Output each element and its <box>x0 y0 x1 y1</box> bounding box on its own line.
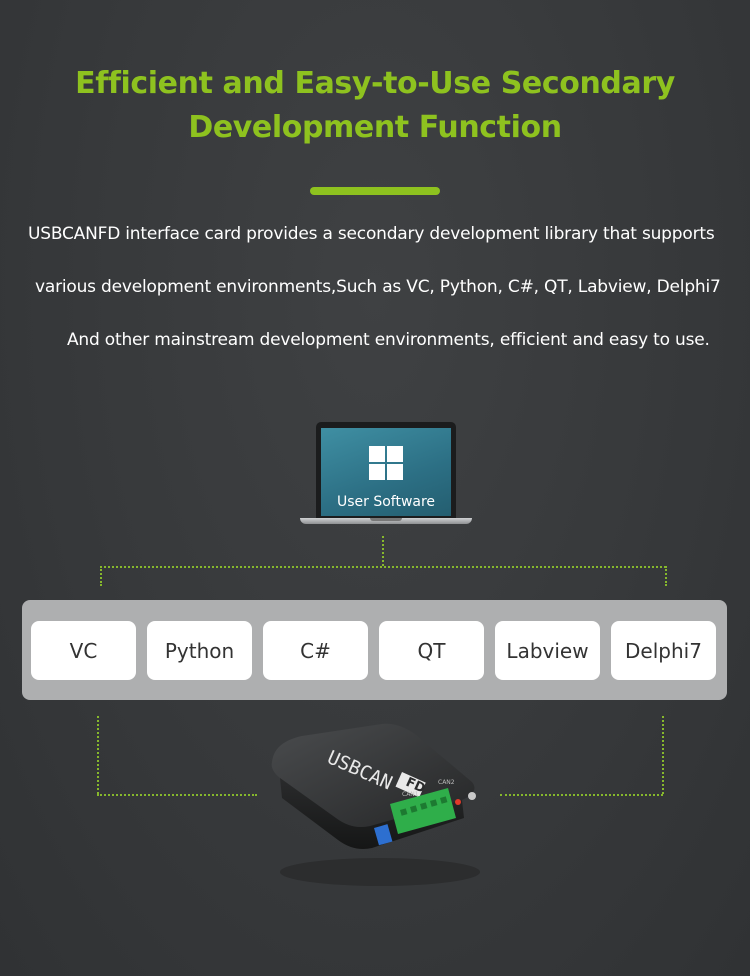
connector-top-horizontal <box>100 566 666 568</box>
user-software-label: User Software <box>336 494 436 510</box>
description-line-2: various development environments,Such as… <box>35 277 721 297</box>
laptop-notch <box>370 518 402 521</box>
connector-bottom-right-horizontal <box>500 794 663 796</box>
usbcanfd-device-image: USBCAN FD CAN1 CAN2 <box>271 723 480 886</box>
env-labview: Labview <box>495 621 600 680</box>
connector-bottom-right <box>662 716 664 794</box>
laptop-screen-frame: User Software <box>316 422 456 518</box>
connector-bottom-left-horizontal <box>97 794 257 796</box>
connector-laptop-down <box>382 536 384 566</box>
env-python: Python <box>147 621 252 680</box>
env-vc: VC <box>31 621 136 680</box>
description-line-1: USBCANFD interface card provides a secon… <box>28 224 715 244</box>
heading-underline <box>310 187 440 195</box>
heading-line-2: Development Function <box>188 110 562 145</box>
development-environments-panel: VC Python C# QT Labview Delphi7 <box>22 600 727 700</box>
laptop-screen: User Software <box>321 428 451 516</box>
laptop-illustration: User Software <box>300 422 472 524</box>
device-port1: CAN1 <box>402 791 419 798</box>
env-delphi7: Delphi7 <box>611 621 716 680</box>
description-line-3: And other mainstream development environ… <box>67 330 710 350</box>
heading-line-1: Efficient and Easy-to-Use Secondary <box>75 66 675 101</box>
connector-bottom-left <box>97 716 99 794</box>
device-port2: CAN2 <box>438 779 455 786</box>
env-qt: QT <box>379 621 484 680</box>
page-heading: Efficient and Easy-to-Use Secondary Deve… <box>0 62 750 150</box>
env-csharp: C# <box>263 621 368 680</box>
connector-top-right <box>665 566 667 586</box>
laptop-base <box>300 518 472 524</box>
device-brand-suffix: FD <box>403 775 427 797</box>
windows-logo-icon <box>369 446 403 480</box>
connector-top-left <box>100 566 102 586</box>
